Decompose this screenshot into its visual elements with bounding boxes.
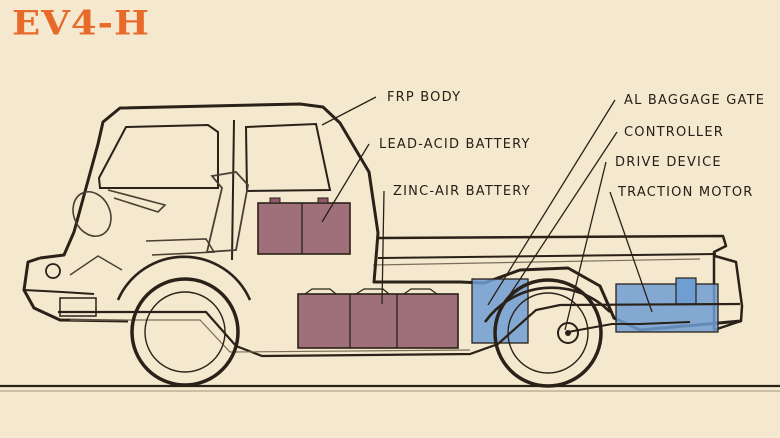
cab-body-outline bbox=[39, 102, 742, 332]
label-traction-motor: TRACTION MOTOR bbox=[618, 185, 754, 200]
front-window bbox=[97, 123, 219, 189]
label-al-baggage-gate: AL BAGGAGE GATE bbox=[624, 93, 766, 108]
seat-base bbox=[145, 238, 216, 256]
door-pillar bbox=[231, 119, 235, 261]
leader-traction-motor bbox=[609, 191, 653, 313]
lead-acid-battery-block bbox=[257, 202, 351, 255]
rear-wheel-rim bbox=[507, 292, 589, 374]
steering-column bbox=[107, 189, 167, 213]
zinc-air-battery-caps bbox=[304, 288, 438, 295]
rear-wheel-arch bbox=[483, 286, 611, 323]
leader-frp-body bbox=[321, 96, 377, 126]
diagram-title: EV4-H bbox=[12, 2, 150, 43]
pedals bbox=[69, 255, 123, 276]
front-grille bbox=[59, 297, 97, 317]
label-zinc-air-battery: ZINC-AIR BATTERY bbox=[393, 184, 531, 199]
chassis-frame bbox=[58, 302, 741, 358]
label-frp-body: FRP BODY bbox=[387, 90, 462, 105]
leader-controller bbox=[502, 131, 618, 306]
rear-wheel bbox=[493, 278, 603, 388]
label-lead-acid-battery: LEAD-ACID BATTERY bbox=[379, 137, 531, 152]
front-wheel-arch bbox=[116, 255, 252, 301]
front-wheel-rim bbox=[144, 291, 226, 373]
leader-lead-acid-battery bbox=[321, 143, 370, 223]
drive-shaft bbox=[567, 321, 691, 333]
lead-acid-battery-terminal bbox=[269, 197, 281, 204]
traction-motor-mount bbox=[675, 277, 697, 305]
seat bbox=[205, 171, 249, 253]
headlight bbox=[45, 263, 61, 279]
front-bumper bbox=[23, 289, 95, 295]
leader-drive-device bbox=[564, 161, 607, 331]
bed-lower-rail bbox=[372, 258, 701, 266]
zinc-air-battery-block bbox=[297, 293, 459, 349]
leader-al-baggage-gate bbox=[487, 99, 616, 306]
label-drive-device: DRIVE DEVICE bbox=[615, 155, 722, 170]
side-window bbox=[244, 122, 332, 193]
front-wheel bbox=[130, 277, 240, 387]
lead-acid-battery-terminal bbox=[317, 197, 329, 204]
bed-side bbox=[377, 253, 717, 259]
steering-wheel bbox=[72, 191, 112, 237]
label-controller: CONTROLLER bbox=[624, 125, 724, 140]
leader-zinc-air-battery bbox=[381, 190, 385, 305]
drive-device bbox=[557, 322, 579, 344]
drive-device-hub bbox=[565, 330, 571, 336]
